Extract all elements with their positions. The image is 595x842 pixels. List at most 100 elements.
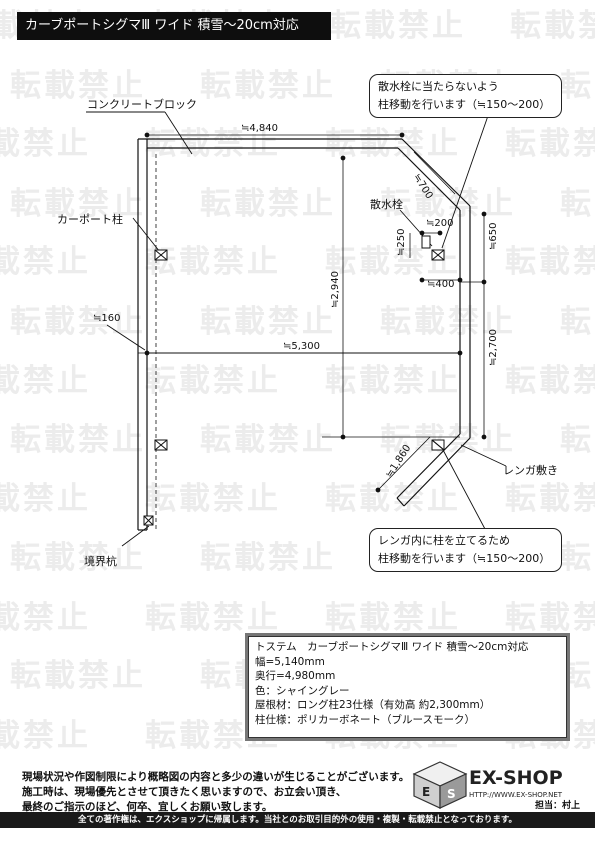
watermark-text: 転載禁止 (200, 422, 336, 458)
spec-line: 幅=5,140mm (255, 655, 325, 668)
watermark-text: 転載禁止 (505, 600, 595, 636)
watermark-text: 転載禁止 (200, 540, 336, 576)
leader-callout-bottom (441, 447, 486, 530)
dim-right-top: ≒650 (488, 222, 499, 250)
dim-top-width: ≒4,840 (241, 123, 279, 134)
leader-left (106, 324, 146, 351)
spec-line: 奥行=4,980mm (255, 670, 336, 682)
watermark-text: 転載禁止 (0, 244, 91, 280)
post-marker-3 (431, 249, 445, 261)
leader-block (164, 111, 193, 155)
watermark-text: 転載禁止 (10, 68, 146, 104)
leader-post (132, 217, 161, 253)
watermark-text: 転載禁止 (145, 600, 281, 636)
logo-url: HTTP://WWW.EX-SHOP.NET (469, 791, 563, 799)
dim-drain-h: ≒250 (396, 228, 407, 256)
notes: 現場状況や作図制限により概略図の内容と多少の違いが生じることがございます。 施工… (22, 770, 409, 815)
watermark-text: 転載禁止 (505, 481, 595, 517)
watermark-text: 転載禁止 (145, 126, 281, 162)
boundary-marker (143, 515, 154, 526)
watermark-text: 転載禁止 (380, 304, 516, 340)
watermark-text: 転載禁止 (560, 540, 595, 576)
post-marker-4 (431, 439, 445, 451)
watermark-text: 転載禁止 (505, 363, 595, 399)
logo-name: EX-SHOP (469, 767, 563, 789)
watermark-text: 転載禁止 (380, 186, 516, 222)
dim-left-offset: ≒160 (93, 313, 121, 324)
block-diag-outer (401, 138, 471, 207)
leader-brick (460, 444, 507, 467)
label-carport-post: カーポート柱 (57, 213, 123, 226)
watermark-text: 転載禁止 (10, 186, 146, 222)
author: 担当：村上 (535, 801, 581, 811)
watermark-text: 転載禁止 (0, 126, 91, 162)
brick-diag-inner (396, 433, 461, 499)
watermark-text: 転載禁止 (200, 304, 336, 340)
label-boundary: 境界杭 (84, 555, 117, 568)
dim-center-depth: ≒2,940 (330, 270, 341, 308)
callout-top-line-1: 散水栓に当たらないよう (378, 80, 499, 93)
watermark-text: 転載禁止 (325, 481, 461, 517)
watermark-text: 転載禁止 (380, 422, 516, 458)
brick-end (396, 497, 405, 507)
dim-line-diag-bottom (377, 436, 431, 491)
callout-top-line-2: 柱移動を行います（≒150～200） (378, 98, 551, 111)
dim-main-width: ≒5,300 (283, 341, 321, 352)
footer-copyright: 全ての著作権は、エクスショップに帰属します。当社とのお取引目的外の使用・複製・転… (0, 812, 595, 828)
watermark-text: 転載禁止 (10, 658, 146, 694)
page-title: カーブポートシグマⅢ ワイド 積雪～20cm対応 (17, 12, 331, 40)
watermark-text: 転載禁止 (0, 481, 91, 517)
svg-text:S: S (447, 787, 456, 801)
drain-marker (421, 235, 431, 249)
watermark-text: 転載禁止 (560, 186, 595, 222)
block-diag-inner (397, 147, 461, 211)
watermark-text: 転載禁止 (200, 68, 336, 104)
watermark-text: 転載禁止 (505, 244, 595, 280)
watermark-text: 転載禁止 (200, 186, 336, 222)
watermark-text: 転載禁止 (325, 363, 461, 399)
note-line: 施工時は、現場優先とさせて頂きたく思いますので、お立会い頂き、 (22, 786, 347, 798)
watermark-text: 転載禁止 (10, 540, 146, 576)
watermark-text: 転載禁止 (560, 68, 595, 104)
watermark-text: 転載禁止 (145, 481, 281, 517)
watermark-text: 転載禁止 (560, 422, 595, 458)
watermark-text: 転載禁止 (0, 363, 91, 399)
leader-callout-top (441, 109, 491, 249)
callout-drain-move: 散水栓に当たらないよう 柱移動を行います（≒150～200） (369, 74, 562, 118)
dim-drain-offset: ≒400 (427, 279, 455, 290)
spec-title: トステム カーブポートシグマⅢ ワイド 積雪～20cm対応 (255, 641, 529, 653)
spec-line: 色：シャイングレー (255, 684, 350, 697)
label-brick: レンガ敷き (503, 464, 558, 477)
svg-text:E: E (422, 785, 430, 799)
watermark-text: 転載禁止 (0, 718, 91, 754)
spec-line: 柱仕様：ポリカーボネート（ブルースモーク） (255, 713, 475, 726)
watermark-text: 転載禁止 (510, 8, 595, 44)
note-line: 現場状況や作図制限により概略図の内容と多少の違いが生じることがございます。 (22, 771, 410, 783)
watermark-text: 転載禁止 (325, 126, 461, 162)
dim-drain-w: ≒200 (426, 218, 454, 229)
dim-line-diag-top (413, 151, 456, 195)
watermark-text: 転載禁止 (0, 600, 91, 636)
watermark-text: 転載禁止 (145, 363, 281, 399)
callout-brick-move: レンガ内に柱を立てるため 柱移動を行います（≒150～200） (369, 528, 562, 572)
post-marker-2 (154, 439, 168, 451)
exshop-logo-icon: E S (412, 761, 468, 809)
callout-bottom-line-1: レンガ内に柱を立てるため (378, 534, 510, 547)
watermark-text: 転載禁止 (505, 126, 595, 162)
brick-diag-outer (403, 437, 471, 507)
note-line: 最終のご指示のほど、何卒、宜しくお願い致します。 (22, 801, 273, 813)
spec-line: 屋根材：ロング柱23仕様（有効高 約2,300mm） (255, 699, 491, 711)
watermark-text: 転載禁止 (330, 8, 466, 44)
leader-boundary (121, 525, 150, 547)
callout-bottom-line-2: 柱移動を行います（≒150～200） (378, 552, 551, 565)
watermark-text: 転載禁止 (560, 304, 595, 340)
spec-box: トステム カーブポートシグマⅢ ワイド 積雪～20cm対応 幅=5,140mm … (248, 636, 567, 738)
dim-right-main: ≒2,700 (488, 328, 499, 366)
post-marker-1 (154, 249, 168, 261)
watermark-text: 転載禁止 (325, 600, 461, 636)
label-concrete-block: コンクリートブロック (87, 98, 197, 111)
label-drain: 散水栓 (370, 198, 403, 211)
watermark-text: 転載禁止 (10, 422, 146, 458)
